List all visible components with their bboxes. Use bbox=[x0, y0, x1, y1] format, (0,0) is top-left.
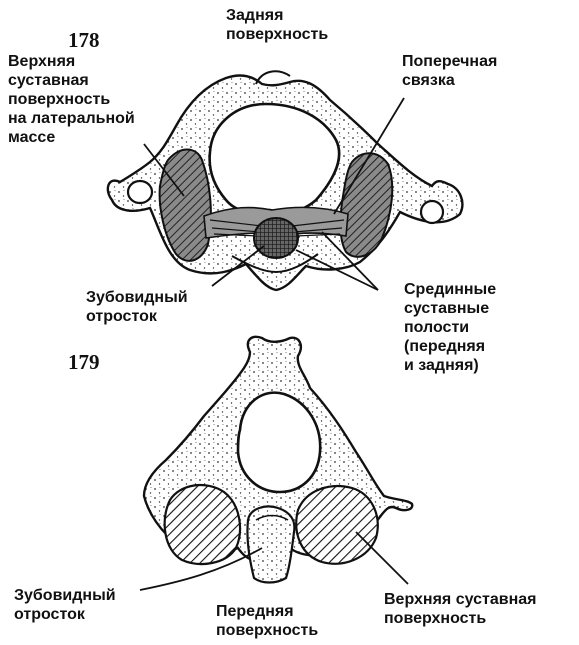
fig178-left-transverse-foramen bbox=[128, 181, 152, 203]
fig179-label-anterior: Передняя поверхность bbox=[216, 602, 318, 640]
fig178-right-articular-facet bbox=[341, 153, 393, 257]
fig179-number: 179 bbox=[68, 350, 100, 375]
fig178-label-superior-articular: Верхняя суставная поверхность на латерал… bbox=[8, 52, 135, 147]
fig179-label-dens: Зубовидный отросток bbox=[14, 586, 116, 624]
fig179-label-superior-articular: Верхняя суставная поверхность bbox=[384, 590, 536, 628]
fig178-label-median-cavities: Срединные суставные полости (передняя и … bbox=[404, 280, 496, 375]
fig179-left-articular-facet bbox=[165, 485, 240, 564]
fig178-dens bbox=[254, 218, 298, 258]
fig179-dens bbox=[247, 507, 294, 583]
fig178-label-dens: Зубовидный отросток bbox=[86, 288, 188, 326]
fig179-atlas bbox=[144, 337, 412, 583]
fig178-label-posterior: Задняя поверхность bbox=[226, 6, 328, 44]
fig179-right-articular-facet bbox=[296, 486, 377, 564]
fig178-right-transverse-foramen bbox=[421, 201, 443, 223]
fig178-vertebral-foramen bbox=[210, 104, 340, 212]
fig178-label-transverse-ligament: Поперечная связка bbox=[402, 52, 497, 90]
fig178-number: 178 bbox=[68, 28, 100, 53]
fig178-atlas bbox=[108, 71, 463, 290]
